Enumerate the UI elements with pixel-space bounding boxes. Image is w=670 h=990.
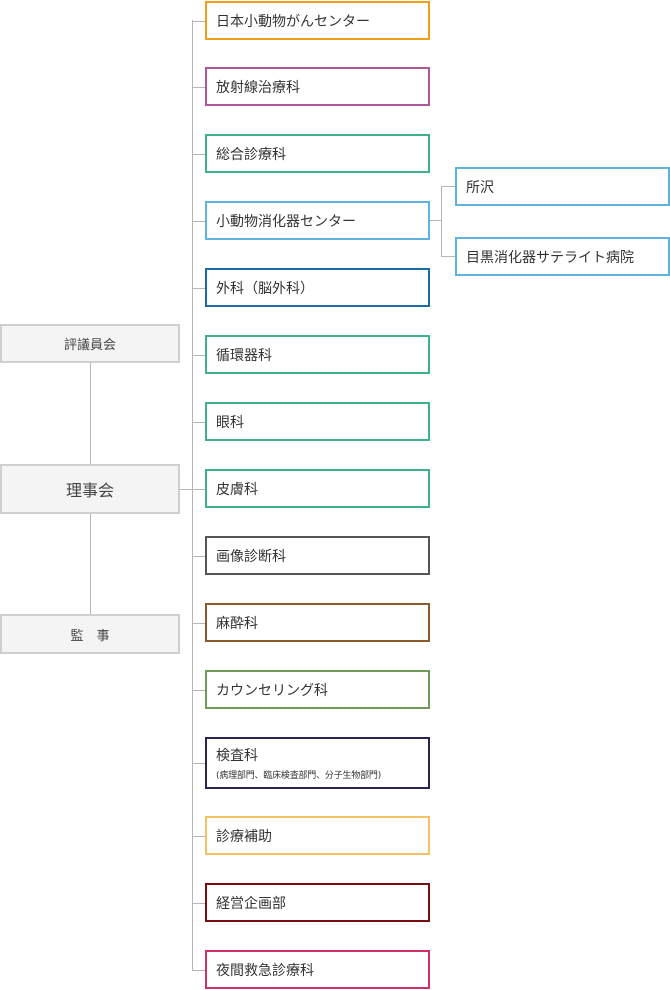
department-tick-line: [192, 221, 205, 222]
branch-tick-tokorozawa: [441, 186, 455, 187]
council-label: 評議員会: [63, 338, 116, 353]
department-box: 皮膚科: [205, 469, 430, 508]
department-label: 経営企画部: [216, 895, 286, 912]
department-label: 総合診療科: [216, 146, 286, 163]
department-box: 小動物消化器センター: [205, 201, 430, 240]
board-label: 理事会: [65, 481, 114, 500]
department-box: 検査科 (病理部門、臨床検査部門、分子生物部門): [205, 737, 430, 789]
department-tick-line: [192, 763, 205, 764]
branch-connector-vertical: [441, 186, 442, 256]
department-box: 画像診断科: [205, 536, 430, 575]
department-tick-line: [192, 87, 205, 88]
department-label: 放射線治療科: [216, 79, 300, 96]
department-box: 眼科: [205, 402, 430, 441]
department-box: 総合診療科: [205, 134, 430, 173]
board-to-trunk-line: [180, 489, 193, 490]
department-box: 夜間救急診療科: [205, 950, 430, 989]
department-box: 外科（脳外科）: [205, 268, 430, 307]
branch-tick-meguro: [441, 256, 455, 257]
department-box: 経営企画部: [205, 883, 430, 922]
branch-box-meguro: 目黒消化器サテライト病院: [455, 237, 670, 276]
department-label: 小動物消化器センター: [216, 213, 356, 230]
branch-box-tokorozawa: 所沢: [455, 167, 670, 206]
department-label: 皮膚科: [216, 481, 258, 498]
department-label: 麻酔科: [216, 615, 258, 632]
department-label: 外科（脳外科）: [216, 280, 314, 297]
department-label: 循環器科: [216, 347, 272, 364]
auditor-label: 監 事: [70, 628, 110, 644]
department-tick-line: [192, 903, 205, 904]
department-tick-line: [192, 422, 205, 423]
department-box: 放射線治療科: [205, 67, 430, 106]
department-tick-line: [192, 836, 205, 837]
department-tick-line: [192, 355, 205, 356]
department-tick-line: [192, 970, 205, 971]
department-tick-line: [192, 556, 205, 557]
department-box: 診療補助: [205, 816, 430, 855]
department-label: 日本小動物がんセンター: [216, 13, 370, 30]
department-box: 循環器科: [205, 335, 430, 374]
department-label: 眼科: [216, 414, 244, 431]
department-label: 夜間救急診療科: [216, 962, 314, 979]
department-tick-line: [192, 690, 205, 691]
department-sublabel: (病理部門、臨床検査部門、分子生物部門): [216, 771, 382, 781]
department-tick-line: [192, 154, 205, 155]
department-label: 画像診断科: [216, 548, 286, 565]
council-box: 評議員会: [0, 324, 180, 363]
branch-connector-horizontal: [430, 220, 442, 221]
department-tick-line: [192, 288, 205, 289]
department-tick-line: [192, 489, 205, 490]
department-box: 日本小動物がんセンター: [205, 1, 430, 40]
department-label: カウンセリング科: [216, 682, 328, 699]
department-tick-line: [192, 623, 205, 624]
department-box: カウンセリング科: [205, 670, 430, 709]
branch-label: 目黒消化器サテライト病院: [466, 249, 634, 266]
department-trunk-line: [192, 20, 193, 971]
department-box: 麻酔科: [205, 603, 430, 642]
board-box: 理事会: [0, 464, 180, 514]
department-label: 診療補助: [216, 828, 272, 845]
branch-label: 所沢: [466, 179, 494, 196]
department-label: 検査科: [216, 748, 258, 764]
auditor-box: 監 事: [0, 614, 180, 654]
department-tick-line: [192, 21, 205, 22]
